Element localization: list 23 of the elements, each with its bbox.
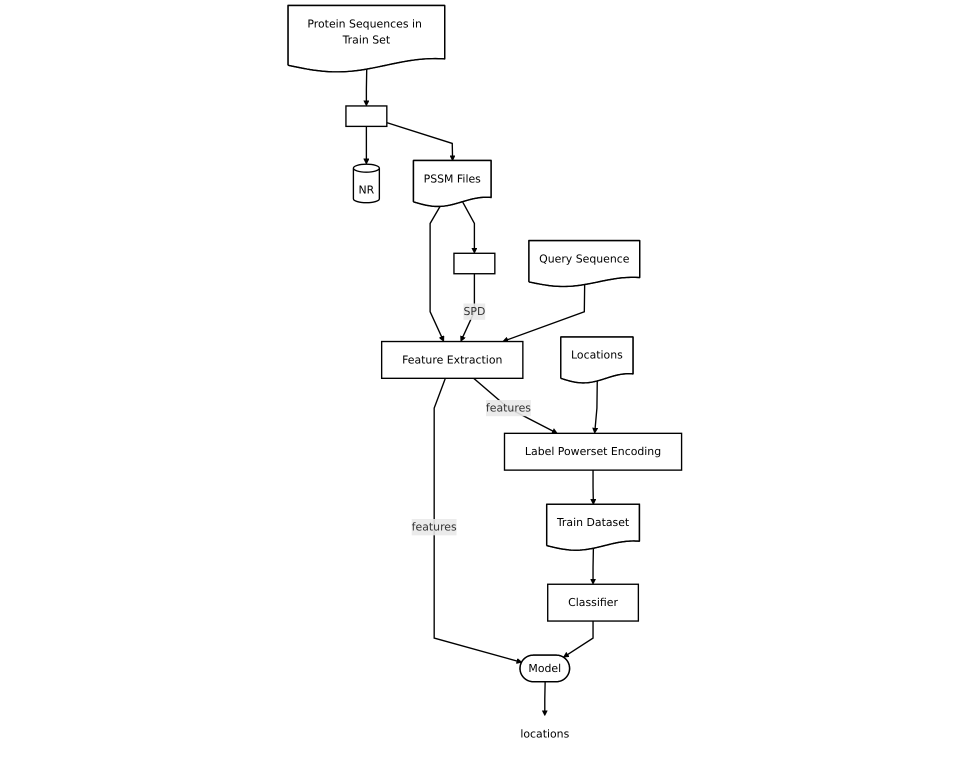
arrow <box>590 470 596 505</box>
arrow <box>592 381 598 434</box>
edge-label: features <box>411 520 456 534</box>
arrow <box>590 548 596 585</box>
arrow <box>363 126 370 164</box>
node-text: locations <box>520 727 569 740</box>
node-box <box>344 105 388 128</box>
node-box: Label Powerset Encoding <box>504 432 682 471</box>
arrow <box>472 378 558 434</box>
arrow <box>460 274 475 342</box>
arrow <box>429 206 444 342</box>
arrow <box>462 202 478 254</box>
node-box <box>452 252 496 274</box>
arrow <box>386 122 456 162</box>
arrow <box>363 69 370 106</box>
arrow <box>562 621 594 658</box>
node-box: Classifier <box>546 584 639 622</box>
node-box: Feature Extraction <box>380 340 524 379</box>
edge-label: features <box>486 401 531 414</box>
arrow <box>433 378 522 664</box>
edge-label: SPD <box>463 304 486 318</box>
arrow <box>502 284 586 342</box>
arrow <box>541 682 548 716</box>
